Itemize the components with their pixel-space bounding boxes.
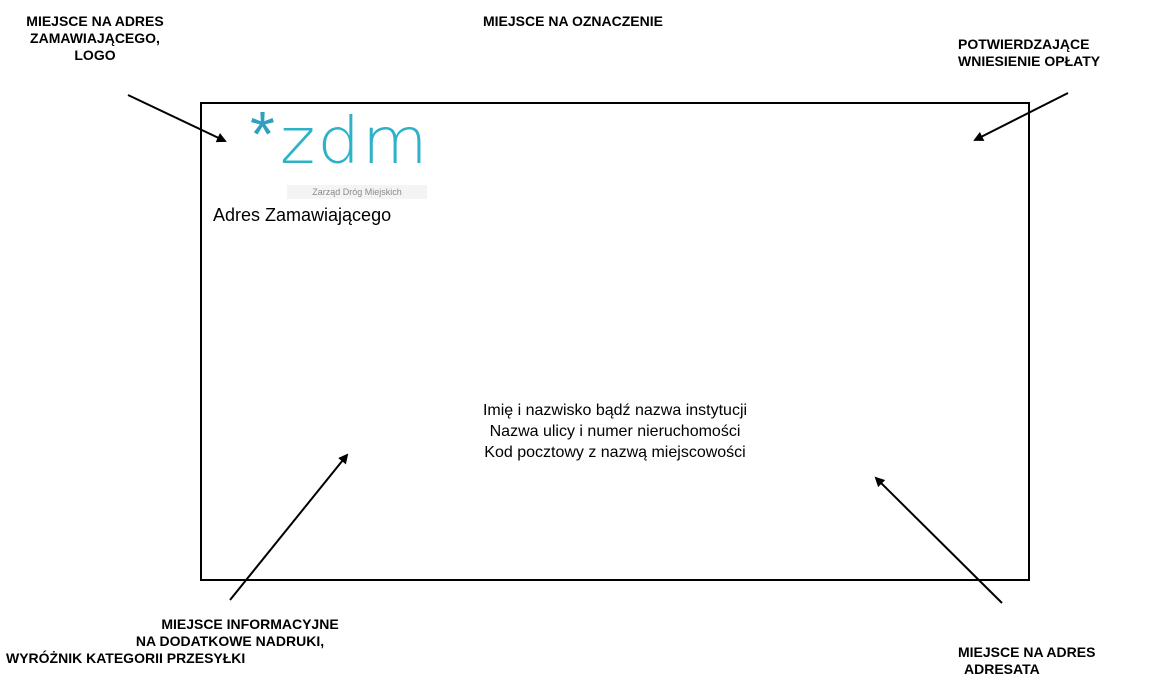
recipient-area-label-line: MIEJSCE NA ADRES — [958, 644, 1096, 660]
sender-area-label-line: ZAMAWIAJĄCEGO, — [30, 30, 160, 46]
logo-star: * — [250, 98, 275, 170]
sender-area-label-line: MIEJSCE NA ADRES — [26, 13, 164, 29]
payment-area-label: POTWIERDZAJĄCE WNIESIENIE OPŁATY — [958, 36, 1168, 70]
recipient-area-label-line: ADRESATA — [964, 661, 1040, 677]
info-area-label-line: WYRÓŻNIK KATEGORII PRZESYŁKI — [6, 650, 246, 666]
info-area-label: MIEJSCE INFORMACYJNE NA DODATKOWE NADRUK… — [0, 616, 390, 667]
logo-subtitle: Zarząd Dróg Miejskich — [287, 185, 427, 199]
recipient-line: Kod pocztowy z nazwą miejscowości — [484, 444, 746, 461]
arrow-payment — [973, 92, 1069, 141]
sender-area-label-line: LOGO — [74, 47, 116, 63]
arrow-recipient — [874, 476, 1003, 604]
recipient-line: Nazwa ulicy i numer nieruchomości — [489, 423, 741, 440]
zdm-logo: * zdm Zarząd Dróg Miejskich — [250, 102, 430, 199]
arrow-sender — [127, 94, 227, 143]
recipient-area-label: MIEJSCE NA ADRES ADRESATA — [958, 644, 1168, 678]
arrow-info — [229, 453, 349, 601]
payment-area-label-line: POTWIERDZAJĄCE — [958, 36, 1090, 52]
info-area-label-line: MIEJSCE INFORMACYJNE — [161, 616, 339, 632]
info-area-label-line: NA DODATKOWE NADRUKI, — [135, 633, 325, 649]
sender-area-label: MIEJSCE NA ADRES ZAMAWIAJĄCEGO, LOGO — [0, 13, 190, 64]
envelope-outline — [200, 102, 1030, 581]
sender-address: Adres Zamawiającego — [213, 205, 392, 225]
marking-area-label: MIEJSCE NA OZNACZENIE — [483, 13, 663, 29]
logo-text: zdm — [280, 105, 430, 179]
recipient-line: Imię i nazwisko bądź nazwa instytucji — [482, 402, 748, 419]
payment-area-label-line: WNIESIENIE OPŁATY — [958, 53, 1101, 69]
recipient-address-block: Imię i nazwisko bądź nazwa instytucji Na… — [420, 400, 810, 463]
